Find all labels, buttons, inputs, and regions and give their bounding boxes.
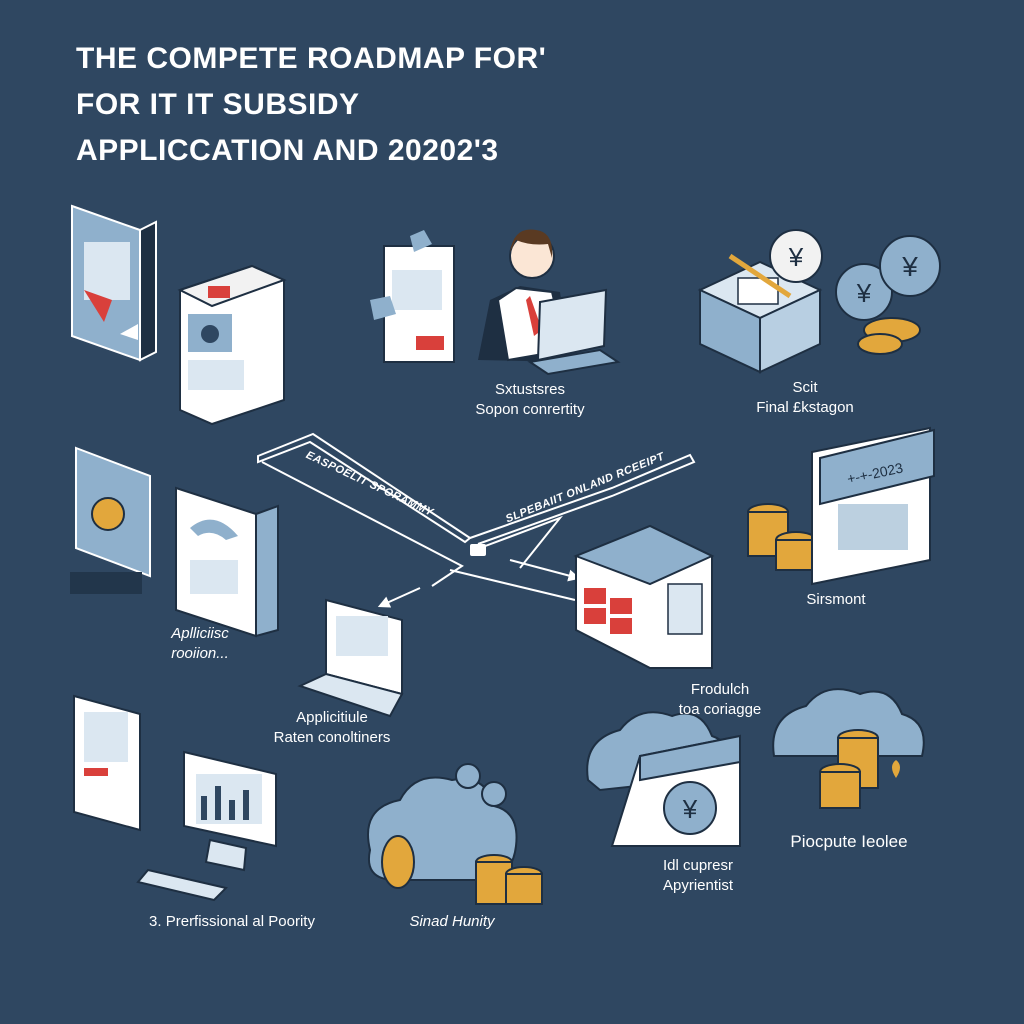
label-mid-left-line-1: Aplliciisc (171, 625, 229, 642)
clipboard-icon (73, 694, 141, 832)
label-top-right-line-1: Scit (792, 379, 818, 396)
label-center-line-1: Applicitiule (296, 709, 368, 726)
label-center-line-2: Raten conoltiners (273, 729, 391, 746)
yen-coins-pins-icon: ¥ ¥ (835, 235, 941, 355)
svg-text:¥: ¥ (901, 251, 918, 282)
label-top-center-line-1: Sxtustsres (494, 381, 566, 398)
label-center: Applicitiule Raten conoltiners (262, 708, 402, 748)
svg-text:¥: ¥ (856, 278, 872, 308)
label-bottom-left: 3. Prerfissional al Poority (149, 913, 315, 930)
label-top-right-line-2: Final £kstagon (756, 399, 854, 416)
document-stack-icon (177, 264, 287, 426)
title-line-1: THE COMPETE ROADMAP FOR' (76, 42, 547, 75)
calendar-icon (573, 524, 715, 669)
svg-text:¥: ¥ (788, 242, 804, 272)
laptop-icon (297, 598, 404, 718)
label-right-center: Frodulch toa coriagge (650, 680, 790, 720)
label-bottom-mid-line-1: Idl cupresr (662, 857, 734, 874)
mobile-form-icon (71, 204, 157, 362)
title-line-3: APPLICCATION AND 20202'3 (76, 134, 499, 167)
road-crossing (257, 432, 696, 608)
label-mid-left-line-2: rooiion... (171, 645, 229, 662)
label-top-center-line-2: Sopon conrertity (475, 401, 585, 418)
label-mid-right: Sirsmont (806, 591, 866, 608)
page-title: THE COMPETE ROADMAP FOR' FOR IT IT SUBSI… (76, 36, 546, 174)
label-mid-left: Aplliciisc rooiion... (140, 624, 260, 664)
label-right-center-line-1: Frodulch (690, 681, 750, 698)
label-top-right: Scit Final £kstagon (730, 378, 880, 418)
application-document-icon (175, 486, 279, 638)
desk-calendar-2023-icon: +-+-2023 (811, 426, 935, 586)
yen-box-icon: ¥ (697, 229, 823, 374)
monitor-chart-icon (136, 750, 277, 902)
label-bottom-right: Piocpute Ieolee (790, 832, 908, 851)
label-top-center: Sxtustsres Sopon conrertity (450, 380, 610, 420)
cloud-coins-icon (367, 763, 543, 905)
svg-text:¥: ¥ (682, 794, 698, 824)
label-right-center-line-2: toa coriagge (678, 701, 762, 718)
label-bottom-mid: Idl cupresr Apyrientist (628, 856, 768, 896)
coins-stack-icon (747, 503, 817, 571)
title-line-2: FOR IT IT SUBSIDY (76, 88, 360, 121)
cloud-yen-calendar-icon: ¥ (586, 711, 741, 847)
person-laptop-icon (370, 229, 621, 376)
road-center-icon (470, 544, 486, 556)
cloud-dollar-coins-icon (772, 688, 925, 809)
label-bottom-mid-line-2: Apyrientist (662, 877, 734, 894)
label-bottom-center: Sinad Hunity (409, 913, 495, 930)
payment-card-icon (70, 446, 151, 594)
